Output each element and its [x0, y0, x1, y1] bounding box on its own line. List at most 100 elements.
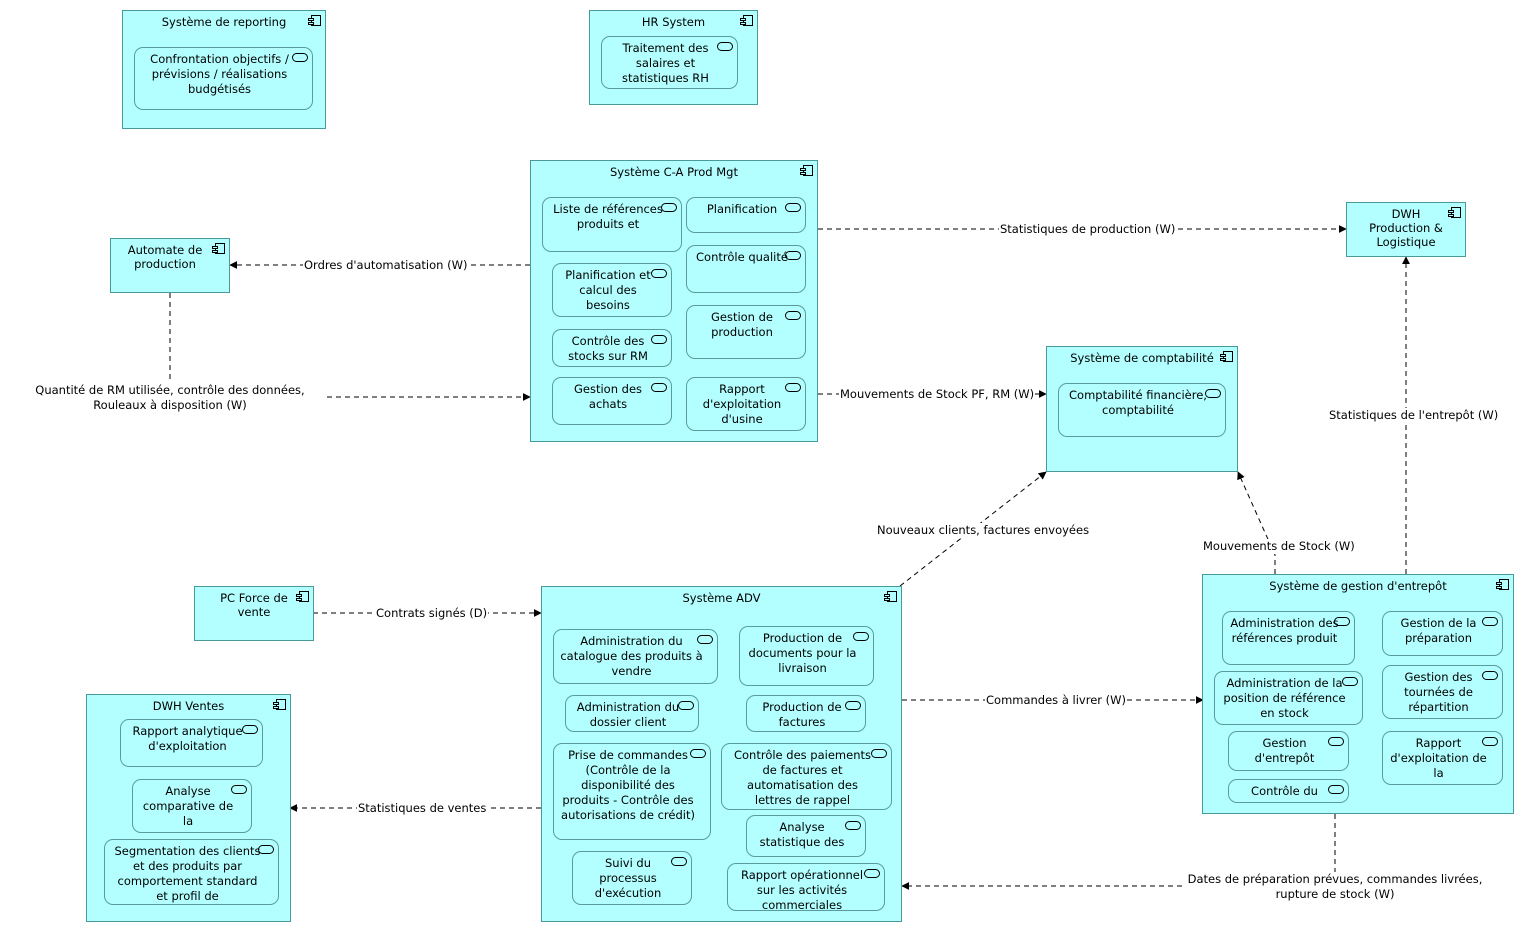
service-icon: [1328, 737, 1344, 746]
service-suivi-processus[interactable]: Suivi du processus d'exécution: [572, 851, 692, 905]
service-icon: [651, 269, 667, 278]
component-reporting[interactable]: Système de reporting Confrontation objec…: [122, 10, 326, 129]
service-label: Analyse comparative de la: [142, 784, 234, 828]
service-label: Analyse statistique des: [759, 820, 845, 849]
service-gestion-preparation[interactable]: Gestion de la préparation: [1382, 611, 1503, 656]
service-icon: [1334, 617, 1350, 626]
component-adv[interactable]: Système ADV Administration du catalogue …: [541, 586, 902, 922]
service-label: Contrôle des paiements de factures et au…: [733, 748, 871, 807]
service-gestion-achats[interactable]: Gestion des achats: [552, 377, 672, 425]
service-icon: [690, 749, 706, 758]
service-icon: [864, 869, 880, 878]
service-admin-references[interactable]: Administration des références produit: [1222, 611, 1355, 665]
service-calcul-besoins[interactable]: Planification et calcul des besoins: [552, 263, 672, 317]
service-label: Rapport d'exploitation d'usine: [702, 382, 782, 426]
service-documents-livraison[interactable]: Production de documents pour la livraiso…: [739, 626, 874, 686]
service-segmentation[interactable]: Segmentation des clients et des produits…: [104, 839, 279, 905]
component-prod-mgt[interactable]: Système C-A Prod Mgt Liste de références…: [530, 160, 818, 442]
service-position-stock[interactable]: Administration de la position de référen…: [1214, 671, 1363, 725]
component-dwh-production[interactable]: DWH Production & Logistique: [1346, 202, 1466, 257]
service-salaires[interactable]: Traitement des salaires et statistiques …: [601, 36, 738, 89]
service-icon: [845, 701, 861, 710]
service-label: Gestion des achats: [573, 382, 643, 411]
edge-mvt-stock: [1237, 471, 1276, 574]
component-pc-force-vente[interactable]: PC Force de vente: [194, 586, 314, 641]
service-label: Production de documents pour la livraiso…: [748, 631, 857, 675]
flow-label-commandes: Commandes à livrer (W): [985, 693, 1128, 708]
service-analyse-comparative[interactable]: Analyse comparative de la: [132, 779, 252, 833]
component-icon: [884, 591, 897, 602]
component-icon: [308, 15, 321, 26]
service-label: Administration de la position de référen…: [1223, 676, 1346, 720]
service-label: Gestion de production: [710, 310, 774, 339]
service-label: Prise de commandes (Contrôle de la dispo…: [561, 748, 695, 822]
service-production-factures[interactable]: Production de factures: [746, 695, 866, 732]
service-gestion-entrepot[interactable]: Gestion d'entrepôt: [1228, 731, 1349, 771]
service-admin-dossier-client[interactable]: Administration du dossier client: [565, 695, 699, 732]
service-gestion-production[interactable]: Gestion de production: [686, 305, 806, 359]
component-title: PC Force de vente: [220, 591, 288, 619]
service-rapport-operationnel[interactable]: Rapport opérationnel sur les activités c…: [727, 863, 885, 911]
component-icon: [1448, 207, 1461, 218]
service-icon: [785, 203, 801, 212]
service-rapport-exploitation[interactable]: Rapport d'exploitation de la: [1382, 731, 1503, 785]
service-label: Segmentation des clients et des produits…: [114, 844, 261, 903]
service-rapport-analytique[interactable]: Rapport analytique d'exploitation: [120, 719, 263, 767]
flow-label-quantite-rm: Quantité de RM utilisée, contrôle des do…: [16, 383, 324, 413]
component-gestion-entrepot[interactable]: Système de gestion d'entrepôt Administra…: [1202, 574, 1514, 814]
service-icon: [651, 383, 667, 392]
service-liste-references[interactable]: Liste de références produits et: [542, 197, 682, 252]
service-icon: [651, 335, 667, 344]
service-rapport-usine[interactable]: Rapport d'exploitation d'usine: [686, 377, 806, 431]
component-title: DWH Ventes: [152, 699, 225, 713]
service-comptabilite-financiere[interactable]: Comptabilité financière, comptabilité: [1058, 383, 1226, 437]
service-label: Gestion d'entrepôt: [1254, 736, 1315, 765]
service-controle-du[interactable]: Contrôle du: [1228, 779, 1349, 803]
service-icon: [678, 701, 694, 710]
component-title: Système de reporting: [161, 15, 287, 29]
service-label: Administration des références produit: [1230, 616, 1339, 645]
service-controle-qualite[interactable]: Contrôle qualité: [686, 245, 806, 293]
service-icon: [292, 53, 308, 62]
service-label: Rapport d'exploitation de la: [1390, 736, 1487, 780]
service-label: Contrôle qualité: [696, 250, 788, 264]
service-controle-paiements[interactable]: Contrôle des paiements de factures et au…: [721, 743, 892, 810]
component-title: DWH Production & Logistique: [1369, 207, 1443, 249]
service-analyse-statistique[interactable]: Analyse statistique des: [746, 815, 866, 857]
service-planification[interactable]: Planification: [686, 197, 806, 233]
service-controle-stocks-rm[interactable]: Contrôle des stocks sur RM: [552, 329, 672, 367]
service-icon: [671, 857, 687, 866]
service-icon: [871, 749, 887, 758]
component-automate[interactable]: Automate de production: [110, 238, 230, 293]
service-icon: [258, 845, 274, 854]
service-label: Rapport opérationnel sur les activités c…: [740, 868, 864, 911]
service-icon: [242, 725, 258, 734]
service-label: Planification: [706, 202, 778, 216]
service-icon: [1482, 617, 1498, 626]
component-hr-system[interactable]: HR System Traitement des salaires et sta…: [589, 10, 758, 105]
service-icon: [717, 42, 733, 51]
component-title: Système ADV: [682, 591, 761, 605]
service-label: Contrôle des stocks sur RM: [568, 334, 648, 363]
flow-label-dates-preparation: Dates de préparation prévues, commandes …: [1186, 872, 1484, 902]
component-icon: [296, 591, 309, 602]
component-icon: [273, 699, 286, 710]
service-icon: [231, 785, 247, 794]
component-icon: [1220, 351, 1233, 362]
service-tournees-repartition[interactable]: Gestion des tournées de répartition: [1382, 665, 1503, 719]
flow-label-stat-entrepot: Statistiques de l'entrepôt (W): [1328, 408, 1500, 423]
component-comptabilite[interactable]: Système de comptabilité Comptabilité fin…: [1046, 346, 1238, 472]
service-label: Comptabilité financière, comptabilité: [1069, 388, 1207, 417]
flow-label-contrats: Contrats signés (D): [375, 606, 489, 621]
component-title: Système de comptabilité: [1070, 351, 1214, 365]
service-prise-commandes[interactable]: Prise de commandes (Contrôle de la dispo…: [553, 743, 711, 840]
component-dwh-ventes[interactable]: DWH Ventes Rapport analytique d'exploita…: [86, 694, 291, 922]
service-confrontation[interactable]: Confrontation objectifs / prévisions / r…: [134, 47, 313, 110]
service-label: Production de factures: [762, 700, 842, 729]
component-title: Système C-A Prod Mgt: [610, 165, 738, 179]
service-label: Suivi du processus d'exécution: [594, 856, 662, 900]
component-title: HR System: [641, 15, 706, 29]
service-admin-catalogue[interactable]: Administration du catalogue des produits…: [553, 629, 718, 684]
service-icon: [661, 203, 677, 212]
service-label: Gestion de la préparation: [1400, 616, 1477, 645]
